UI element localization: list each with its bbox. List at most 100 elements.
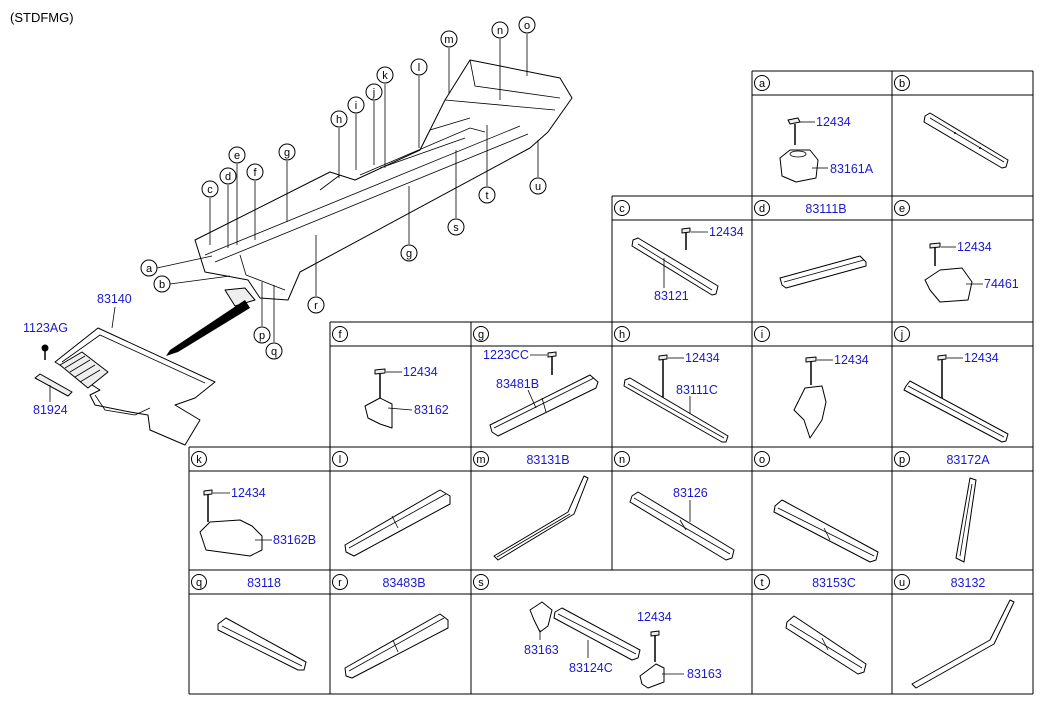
part-number: 81924 (33, 403, 68, 417)
cell-t (785, 615, 867, 675)
cell-h: 12434 83111C (623, 351, 729, 443)
svg-text:83111C: 83111C (676, 383, 718, 397)
svg-text:e: e (234, 150, 240, 162)
svg-text:f: f (253, 167, 257, 179)
svg-text:12434: 12434 (231, 486, 266, 500)
cell-u (911, 599, 1015, 689)
svg-text:j: j (372, 87, 375, 99)
svg-text:g: g (284, 147, 290, 159)
svg-text:a: a (759, 78, 766, 90)
svg-text:b: b (159, 279, 165, 291)
svg-text:12434: 12434 (957, 240, 992, 254)
cell-title: 83118 (247, 576, 281, 590)
svg-text:1223CC: 1223CC (483, 348, 529, 362)
svg-text:e: e (899, 203, 905, 215)
svg-text:l: l (339, 454, 341, 466)
svg-text:p: p (899, 454, 905, 466)
svg-text:83126: 83126 (673, 486, 708, 500)
cell-q (217, 617, 307, 671)
svg-text:m: m (444, 34, 453, 46)
cell-b (923, 112, 1009, 169)
svg-text:h: h (336, 114, 342, 126)
svg-text:83163: 83163 (524, 643, 559, 657)
cell-title: 83132 (951, 576, 986, 590)
floor-mat (54, 327, 216, 446)
cell-j: 12434 (903, 351, 1009, 443)
cell-a: 12434 83161A (779, 115, 874, 183)
svg-text:83121: 83121 (654, 289, 689, 303)
cell-s: 83163 83124C 12434 83163 (524, 601, 722, 689)
svg-text:o: o (759, 454, 765, 466)
svg-text:b: b (899, 78, 905, 90)
svg-text:83124C: 83124C (569, 661, 613, 675)
cell-n: 83126 (629, 486, 735, 561)
main-callouts: c d e f g h i j k l (140, 16, 547, 360)
part-number: 1123AG (23, 321, 68, 335)
svg-text:12434: 12434 (709, 225, 744, 239)
variant-label: (STDFMG) (10, 10, 74, 25)
svg-text:g: g (478, 329, 484, 341)
svg-text:i: i (761, 329, 763, 341)
svg-text:g: g (406, 248, 412, 260)
cell-r (344, 613, 449, 679)
svg-text:k: k (382, 70, 388, 82)
svg-text:74461: 74461 (984, 277, 1019, 291)
svg-text:q: q (271, 346, 277, 358)
svg-text:83161A: 83161A (830, 162, 874, 176)
cell-title: 83153C (812, 576, 856, 590)
svg-text:d: d (225, 171, 231, 183)
svg-text:h: h (619, 329, 625, 341)
cell-c: 12434 83121 (631, 225, 744, 303)
svg-text:o: o (524, 20, 530, 32)
svg-text:s: s (478, 577, 484, 589)
cell-k: 12434 83162B (199, 486, 316, 557)
cell-l (344, 489, 451, 557)
svg-text:12434: 12434 (637, 610, 672, 624)
svg-text:p: p (259, 330, 265, 342)
cell-headers: a b c d 83111B e f g h i j k l m 83131B … (191, 75, 990, 590)
cell-title: 83483B (382, 576, 425, 590)
svg-text:k: k (196, 454, 202, 466)
svg-text:83162B: 83162B (273, 533, 316, 547)
svg-text:83163: 83163 (687, 667, 722, 681)
floor-covering-assembly (194, 59, 573, 307)
strip-81924 (34, 373, 73, 397)
svg-text:a: a (146, 263, 153, 275)
svg-text:d: d (759, 203, 765, 215)
cell-d (779, 255, 867, 289)
cell-g: 1223CC 83481B (483, 348, 599, 437)
svg-text:c: c (619, 203, 625, 215)
cell-o (773, 499, 879, 563)
svg-text:r: r (314, 300, 318, 312)
cell-m (493, 475, 589, 561)
svg-text:j: j (900, 329, 903, 341)
cell-i: 12434 (793, 353, 869, 439)
svg-text:c: c (207, 184, 213, 196)
svg-text:q: q (196, 577, 202, 589)
svg-text:s: s (453, 222, 459, 234)
assembly-arrow (166, 300, 250, 356)
svg-text:12434: 12434 (816, 115, 851, 129)
part-number: 83140 (97, 292, 132, 306)
svg-text:m: m (476, 454, 485, 466)
cell-e: 12434 74461 (924, 240, 1019, 303)
cell-title: 83131B (526, 453, 569, 467)
detail-grid (188, 70, 1034, 695)
svg-text:83481B: 83481B (496, 377, 539, 391)
cell-f: 12434 83162 (364, 365, 449, 429)
cell-title: 83172A (946, 453, 990, 467)
svg-text:n: n (497, 25, 503, 37)
svg-text:u: u (535, 181, 541, 193)
svg-text:u: u (899, 577, 905, 589)
svg-text:i: i (355, 100, 357, 112)
svg-text:12434: 12434 (964, 351, 999, 365)
svg-text:12434: 12434 (685, 351, 720, 365)
clip-1123AG (41, 344, 49, 360)
svg-text:l: l (418, 62, 420, 74)
svg-text:t: t (485, 190, 488, 202)
cell-p (955, 477, 977, 563)
svg-text:12434: 12434 (403, 365, 438, 379)
svg-text:83162: 83162 (414, 403, 449, 417)
svg-text:f: f (338, 329, 342, 341)
